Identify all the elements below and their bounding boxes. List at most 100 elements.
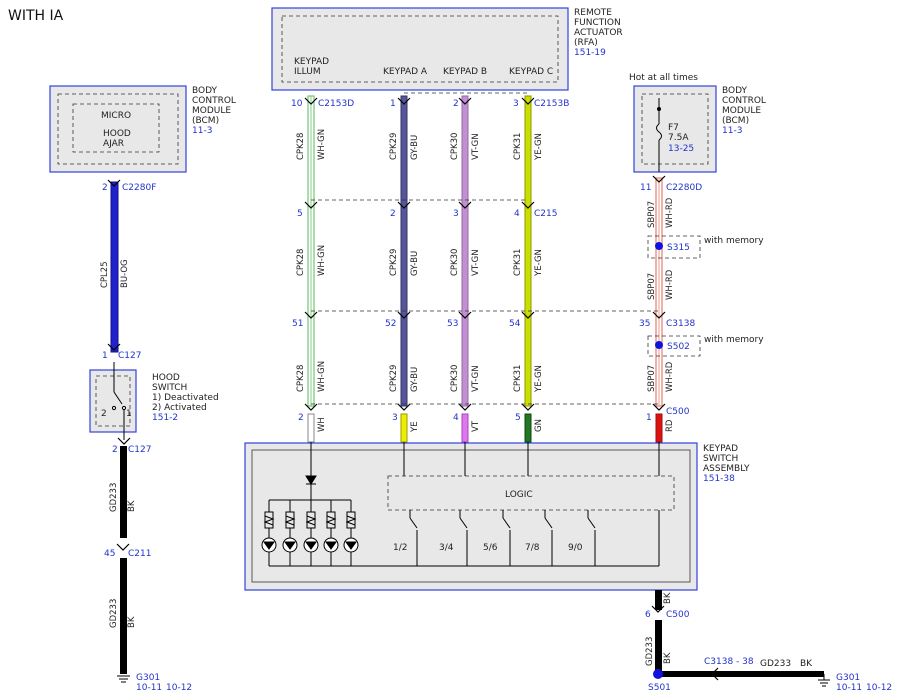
- c2153b-label: C2153B: [534, 99, 569, 109]
- c127-bot-label: C127: [128, 445, 151, 455]
- c3138-pin-53: 53: [447, 319, 458, 329]
- rfa-pin-label-illum-2: ILLUM: [294, 67, 321, 77]
- bcm-right-name-4: (BCM): [722, 116, 749, 126]
- lbl-whgn-b: WH-GN: [317, 245, 327, 276]
- c500-pin-4: 4: [453, 413, 459, 423]
- rfa-module: KEYPAD ILLUM KEYPAD A KEYPAD B KEYPAD C: [271, 7, 569, 91]
- lbl-ye: YE: [410, 421, 420, 433]
- rfa-name-3: ACTUATOR: [574, 28, 623, 38]
- keypad-ref: 151-38: [703, 474, 735, 484]
- c3138-pin-51: 51: [292, 319, 303, 329]
- lbl-sbp07-b: SBP07: [647, 273, 657, 300]
- lbl-gd233-a: GD233: [109, 483, 119, 512]
- g301-right-ref-1: 10-11: [836, 683, 862, 693]
- s502-label: S502: [667, 342, 690, 352]
- lbl-vtgn-a: VT-GN: [471, 133, 481, 160]
- c215-pin-4: 4: [514, 209, 520, 219]
- ground-left-icon: [117, 675, 130, 683]
- lbl-rd: RD: [665, 419, 675, 432]
- c500-bot-pin: 6: [645, 610, 651, 620]
- c500-top-label: C500: [666, 407, 690, 417]
- lbl-vtgn-b: VT-GN: [471, 249, 481, 276]
- c2153d-label: C2153D: [318, 99, 354, 109]
- wire-cpk31: [524, 95, 532, 407]
- keypad-name-3: ASSEMBLY: [703, 464, 750, 474]
- wire-gd233-horizontal: [658, 671, 824, 677]
- c127-top-pin: 1: [102, 351, 108, 361]
- with-memory-1: with memory: [704, 236, 764, 246]
- lbl-buog: BU-OG: [120, 259, 130, 288]
- bcm-left-name-1: BODY: [192, 86, 218, 96]
- lbl-gd233-d: GD233: [760, 659, 791, 669]
- bcm-right-name-2: CONTROL: [722, 96, 766, 106]
- hood-switch-name-2: SWITCH: [152, 383, 187, 393]
- diagram-title: WITH IA: [8, 8, 64, 24]
- bcm-left-ref: 11-3: [192, 126, 212, 136]
- wire-cpk28: [307, 95, 315, 407]
- fuse-name: F7: [668, 123, 679, 133]
- lbl-vtgn-c: VT-GN: [471, 365, 481, 392]
- lbl-vt: VT: [471, 420, 481, 432]
- lbl-yegn-c: YE-GN: [534, 365, 544, 393]
- lbl-cpk28-a: CPK28: [296, 133, 306, 160]
- c2280f-label: C2280F: [122, 183, 156, 193]
- lbl-cpk29-c: CPK29: [389, 365, 399, 392]
- bcm-hood-label: HOOD: [103, 129, 131, 139]
- lbl-sbp07-a: SBP07: [647, 201, 657, 228]
- s502-box: [647, 335, 701, 357]
- switch-label-7-8: 7/8: [525, 543, 540, 553]
- bcm-left-name-4: (BCM): [192, 116, 219, 126]
- c215-pin-3: 3: [453, 209, 459, 219]
- c500-pin-1: 1: [646, 413, 652, 423]
- lbl-bk-d: BK: [663, 592, 673, 604]
- connector-chevrons: [304, 97, 666, 411]
- lbl-wh: WH: [317, 417, 327, 432]
- hood-switch-name-3: 1) Deactivated: [152, 393, 219, 403]
- lbl-bk-c: BK: [663, 652, 673, 664]
- lbl-whrd-b: WH-RD: [665, 269, 675, 300]
- g301-right-ref-2: 10-12: [866, 683, 892, 693]
- lbl-cpk30-a: CPK30: [450, 133, 460, 160]
- wire-sbp07: [655, 177, 663, 407]
- rfa-pin-label-illum-1: KEYPAD: [294, 57, 329, 67]
- c2280d-label: C2280D: [666, 183, 702, 193]
- s501-dot: [653, 669, 663, 679]
- led-icons: [261, 537, 359, 553]
- g301-left-label: G301: [136, 673, 160, 683]
- switch-label-1-2: 1/2: [393, 543, 407, 553]
- lbl-cpk31-b: CPK31: [513, 249, 523, 276]
- g301-left-ref-1: 10-11: [136, 683, 162, 693]
- stub-rd: [655, 413, 663, 443]
- rfa-pin-label-c: KEYPAD C: [509, 67, 553, 77]
- lbl-gybu-c: GY-BU: [410, 367, 420, 392]
- wire-gd233-left-b: [120, 558, 127, 674]
- c3138-label: C3138: [666, 319, 695, 329]
- bcm-micro-label: MICRO: [101, 111, 131, 121]
- c215-pin-2: 2: [390, 209, 396, 219]
- bcm-left-name-2: CONTROL: [192, 96, 236, 106]
- switch-label-5-6: 5/6: [483, 543, 498, 553]
- wire-label-group: CPK28 WH-GN CPK29 GY-BU CPK30 VT-GN CPK3…: [100, 129, 675, 666]
- hood-switch-name-1: HOOD: [152, 373, 180, 383]
- lbl-cpk30-c: CPK30: [450, 365, 460, 392]
- rfa-pin-2: 2: [453, 99, 459, 109]
- rfa-pin-10: 10: [291, 99, 303, 109]
- lbl-cpl25: CPL25: [100, 261, 110, 288]
- ground-right-icon: [818, 674, 830, 687]
- c127-bot-pin: 2: [112, 445, 118, 455]
- c3138-ref-label: C3138 - 38: [704, 657, 754, 667]
- rfa-pin-label-a: KEYPAD A: [383, 67, 428, 77]
- logic-label: LOGIC: [505, 490, 533, 500]
- c211-label: C211: [128, 549, 151, 559]
- lbl-cpk31-c: CPK31: [513, 365, 523, 392]
- lbl-gn: GN: [534, 419, 544, 432]
- c215-label: C215: [534, 209, 557, 219]
- fuse-f7-icon: [656, 98, 662, 172]
- wire-cpl25: [110, 181, 119, 353]
- hot-at-all-times: Hot at all times: [629, 73, 698, 83]
- wire-gd233-left-a: [120, 446, 127, 538]
- lbl-yegn-a: YE-GN: [534, 133, 544, 161]
- lbl-gd233-c: GD233: [645, 637, 655, 666]
- keypad-name-1: KEYPAD: [703, 444, 738, 454]
